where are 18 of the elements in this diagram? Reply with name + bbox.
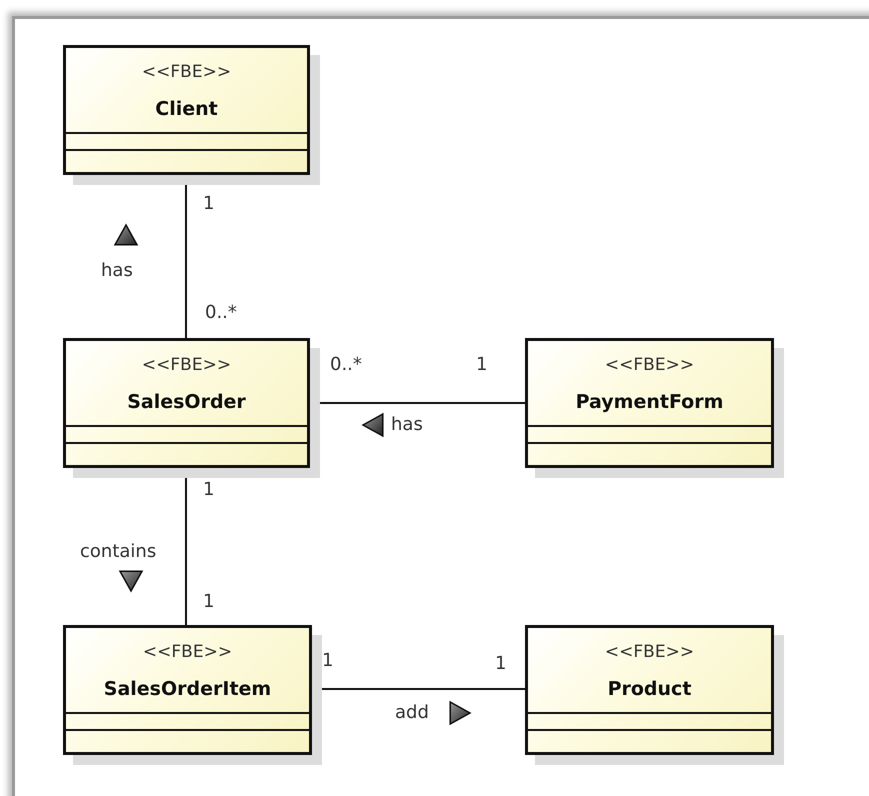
multiplicity-label: 1 xyxy=(203,193,214,215)
class-name: Product xyxy=(606,678,692,700)
class-name: SalesOrder xyxy=(126,391,247,413)
multiplicity-label: 0..* xyxy=(330,354,362,376)
multiplicity-label: 1 xyxy=(203,479,214,501)
multiplicity-label: 1 xyxy=(322,650,334,672)
stereotype-label: <<FBE>> xyxy=(142,642,234,662)
stereotype-label: <<FBE>> xyxy=(140,355,232,375)
multiplicity-label: 1 xyxy=(476,354,488,376)
stereotype-label: <<FBE>> xyxy=(604,642,696,662)
class-name: Client xyxy=(154,98,219,120)
stereotype-label: <<FBE>> xyxy=(604,355,696,375)
stereotype-label: <<FBE>> xyxy=(140,62,232,82)
class-name: SalesOrderItem xyxy=(102,678,272,700)
multiplicity-label: 0..* xyxy=(205,302,237,324)
multiplicity-label: 1 xyxy=(495,653,506,675)
class-name: PaymentForm xyxy=(574,391,724,413)
multiplicity-label: 1 xyxy=(203,591,214,613)
